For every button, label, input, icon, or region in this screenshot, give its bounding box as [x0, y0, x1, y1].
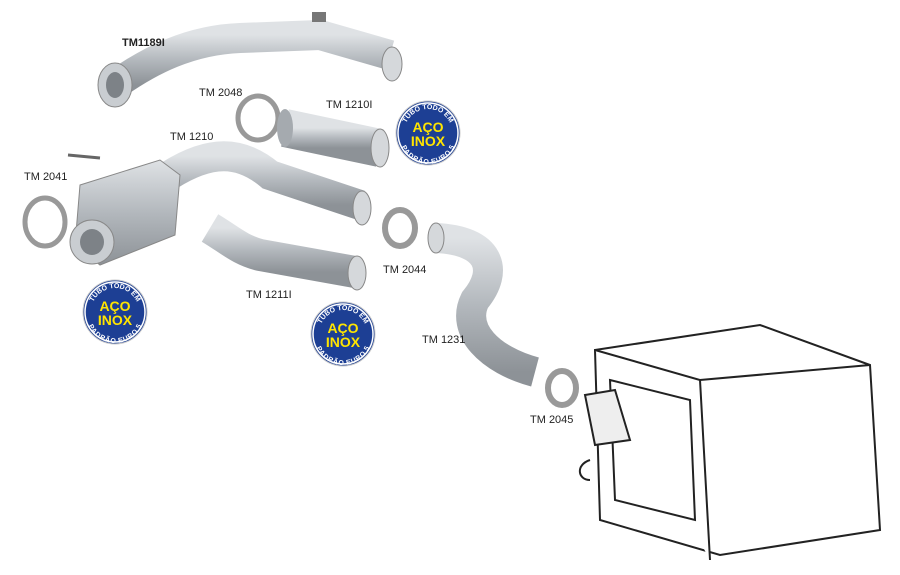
badge-line1: AÇO	[99, 298, 130, 314]
part-tm2045	[545, 368, 579, 408]
badge-line2: INOX	[98, 312, 133, 328]
part-tm1210i	[277, 109, 390, 168]
stainless-steel-badge: TUBO TODO EM PADRÃO EURO 5 AÇO INOX	[82, 279, 148, 345]
stainless-steel-badge: TUBO TODO EM PADRÃO EURO 5 AÇO INOX	[310, 301, 376, 367]
part-tm1211i	[201, 214, 367, 291]
part-catalyst-box	[578, 323, 882, 561]
badge-line1: AÇO	[327, 320, 358, 336]
label-tm1211i: TM 1211I	[246, 289, 292, 301]
part-tm1210	[162, 141, 372, 226]
label-tm1210i: TM 1210I	[326, 99, 373, 111]
badge-line2: INOX	[326, 334, 361, 350]
label-tm2045: TM 2045	[530, 414, 574, 426]
part-muffler	[67, 153, 181, 266]
part-tm1189i	[97, 12, 403, 108]
part-tm1231	[427, 222, 540, 387]
label-tm2048: TM 2048	[199, 87, 243, 99]
badge-line1: AÇO	[412, 119, 443, 135]
part-tm2044	[382, 207, 418, 249]
label-tm2044: TM 2044	[383, 264, 427, 276]
stainless-steel-badge: TUBO TODO EM PADRÃO EURO 5 AÇO INOX	[395, 100, 461, 166]
label-tm2041: TM 2041	[24, 171, 68, 183]
badge-line2: INOX	[411, 133, 446, 149]
label-tm1189i: TM1189I	[122, 37, 165, 49]
part-tm2041	[22, 195, 68, 249]
label-tm1210: TM 1210	[170, 131, 214, 143]
part-tm2048	[235, 93, 281, 143]
label-tm1231: TM 1231	[422, 334, 466, 346]
